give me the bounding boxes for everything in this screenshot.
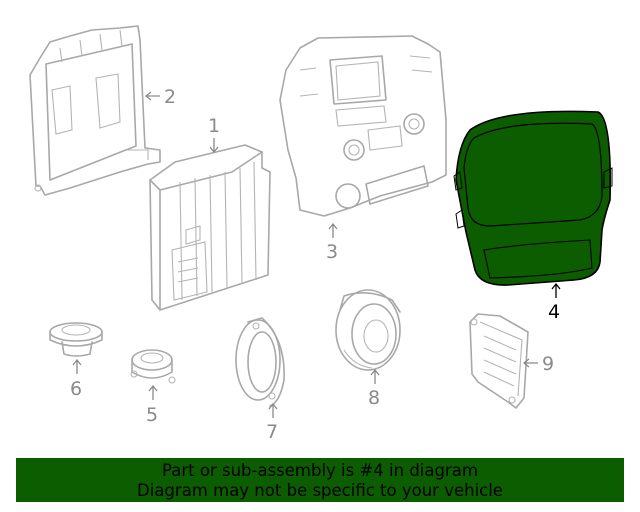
part-1-module[interactable] <box>149 144 271 311</box>
callout-1[interactable]: 1 <box>208 115 220 154</box>
callout-3[interactable]: 3 <box>326 222 338 263</box>
banner-line-part: Part or sub-assembly is #4 in diagram <box>162 461 478 480</box>
part-7-speaker[interactable] <box>235 317 285 407</box>
part-5-tweeter[interactable] <box>130 349 176 384</box>
callout-number: 2 <box>164 86 176 108</box>
callout-number: 7 <box>266 421 278 443</box>
callout-9[interactable]: 9 <box>522 353 554 375</box>
callout-5[interactable]: 5 <box>146 384 158 426</box>
part-8-speaker[interactable] <box>335 289 401 371</box>
callout-number: 9 <box>542 353 554 375</box>
callout-number: 3 <box>326 241 338 263</box>
part-6-tweeter[interactable] <box>49 322 103 357</box>
callout-4[interactable]: 4 <box>548 282 561 323</box>
callout-number: 8 <box>368 387 380 409</box>
callout-number: 1 <box>208 115 220 137</box>
banner-line-disclaimer: Diagram may not be specific to your vehi… <box>137 481 503 500</box>
callout-number: 6 <box>70 378 82 400</box>
callout-number: 4 <box>548 301 560 323</box>
callout-8[interactable]: 8 <box>368 368 380 409</box>
callout-2[interactable]: 2 <box>144 86 176 108</box>
part-9-module[interactable] <box>469 313 529 409</box>
callout-number: 5 <box>146 404 158 426</box>
parts-diagram: 1 2 3 4 5 6 7 8 9 <box>29 25 613 443</box>
part-4-display-bezel[interactable] <box>453 110 613 286</box>
info-banner: Part or sub-assembly is #4 in diagram Di… <box>16 458 624 502</box>
callout-7[interactable]: 7 <box>266 402 278 443</box>
part-2-bracket[interactable] <box>29 25 161 196</box>
callout-6[interactable]: 6 <box>70 358 82 400</box>
part-3-control-panel[interactable] <box>279 35 447 217</box>
